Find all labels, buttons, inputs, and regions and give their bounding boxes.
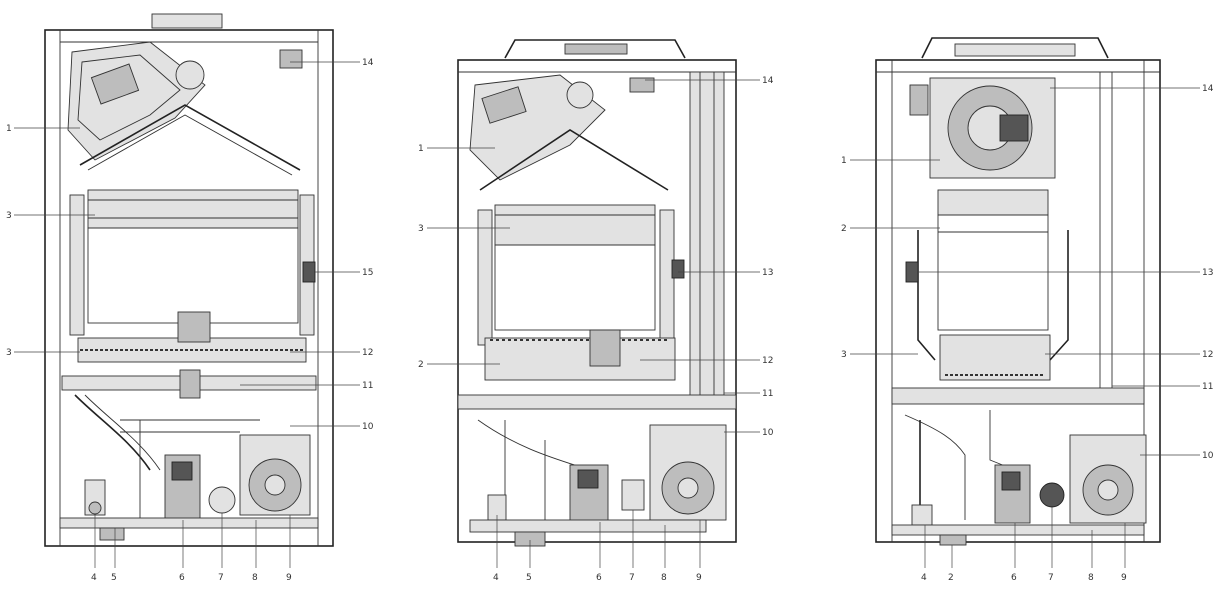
callout-label: 9 [286,573,292,583]
heat-exchanger [494,204,656,246]
top-handle [921,37,1109,59]
callout-label: 6 [596,573,602,583]
callout-label: 10 [1202,451,1214,461]
callout-label: 1 [418,144,424,154]
outer-frame [457,59,737,543]
callout-label: 12 [362,348,373,358]
callout-label: 7 [1048,573,1054,583]
callout-label: 4 [493,573,499,583]
callout-label: 13 [762,268,773,278]
side-panel [689,71,725,403]
boiler-view-1: 1 3 3 14 15 12 11 10 4 5 6 7 8 9 [6,13,374,583]
callout-label: 8 [661,573,667,583]
callout-label: 7 [629,573,635,583]
outer-frame [875,59,1161,543]
callout-label: 12 [1202,350,1213,360]
bottom-rail [59,517,319,529]
callout-label: 3 [841,350,847,360]
heat-exchanger [87,189,299,229]
callout-label: 3 [6,348,12,358]
bottom-rail [891,524,1145,536]
callout-label: 9 [696,573,702,583]
callout-label: 5 [526,573,532,583]
callout-label: 10 [762,428,774,438]
callout-label: 12 [762,356,773,366]
callout-label: 14 [762,76,774,86]
callout-label: 14 [362,58,374,68]
callout-label: 4 [91,573,97,583]
top-handle [504,39,686,59]
callout-label: 13 [1202,268,1213,278]
callout-label: 6 [1011,573,1017,583]
callout-label: 1 [841,156,847,166]
combustion-hood [479,129,669,191]
fan-assembly [67,41,206,161]
boiler-view-3: 1 2 3 14 13 12 11 10 4 2 6 7 8 9 [841,37,1214,583]
burner [939,334,1051,381]
callout-label: 9 [1121,573,1127,583]
burner [484,337,676,381]
boiler-view-2: 1 3 2 14 13 12 11 10 4 5 6 7 8 9 [418,39,774,583]
outer-frame [44,29,334,547]
flue-collar [151,13,223,29]
callout-label: 11 [762,389,773,399]
callout-label: 14 [1202,84,1214,94]
callout-label: 2 [841,224,847,234]
callout-label: 11 [362,381,373,391]
callout-label: 11 [1202,382,1213,392]
callout-label: 2 [418,360,424,370]
combustion-chamber [494,244,656,331]
callout-label: 5 [111,573,117,583]
callout-label: 10 [362,422,374,432]
combustion-hood [79,104,301,171]
callout-label: 15 [362,268,373,278]
callout-label: 3 [418,224,424,234]
combustion-chamber [87,227,299,324]
callout-label: 8 [252,573,258,583]
callout-label: 6 [179,573,185,583]
heat-exchanger [937,189,1049,216]
callout-label: 3 [6,211,12,221]
callout-label: 8 [1088,573,1094,583]
callout-label: 2 [948,573,954,583]
combustion-chamber [937,214,1049,331]
callout-label: 7 [218,573,224,583]
callout-label: 1 [6,124,12,134]
callout-label: 4 [921,573,927,583]
bottom-rail [469,519,707,533]
